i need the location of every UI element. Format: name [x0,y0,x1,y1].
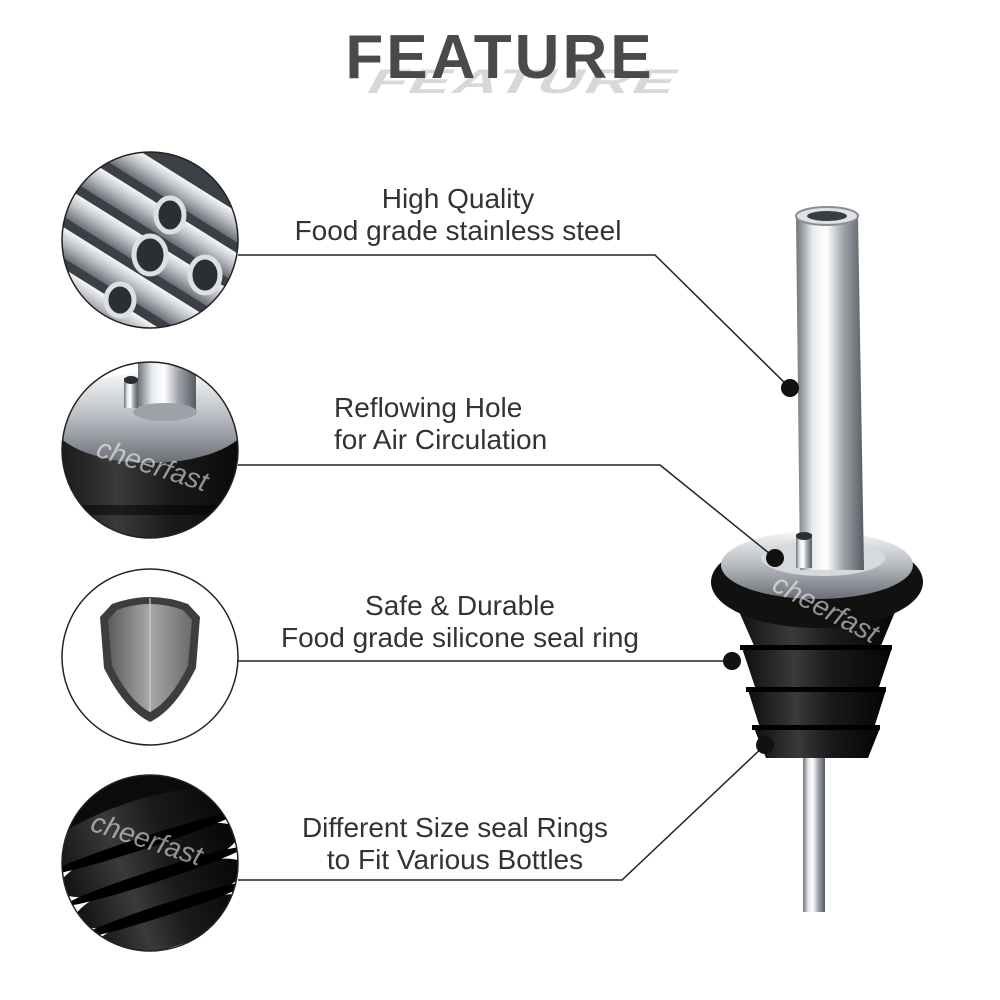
reflow-hole-icon: cheerfast [61,361,239,539]
shield-icon [61,568,239,746]
feature-label-line1: Different Size seal Rings [301,812,609,843]
feature-label-line1: High Quality [381,183,535,214]
feature-label-line2: to Fit Various Bottles [326,844,584,875]
feature-label-reflow: Reflowing Hole for Air Circulation [268,392,648,456]
page-title: FEATURE [345,23,655,92]
callout-dots [723,379,799,754]
seal-rings-icon: cheerfast [61,774,239,952]
feature-label-line2: Food grade stainless steel [294,215,622,246]
steel-tubes-icon [61,151,239,329]
callout-lines [238,254,791,881]
pour-spout-product: cheerfast [711,206,923,912]
feature-label-line1: Safe & Durable [365,590,555,621]
title-block: FEATURE FEATURE [0,22,1000,102]
feature-label-line2: for Air Circulation [334,424,548,455]
feature-label-line2: Food grade silicone seal ring [281,622,639,653]
feature-label-seal: Safe & Durable Food grade silicone seal … [240,590,680,654]
feature-label-line1: Reflowing Hole [334,392,523,423]
feature-label-rings: Different Size seal Rings to Fit Various… [250,812,660,876]
feature-label-steel: High Quality Food grade stainless steel [258,183,658,247]
